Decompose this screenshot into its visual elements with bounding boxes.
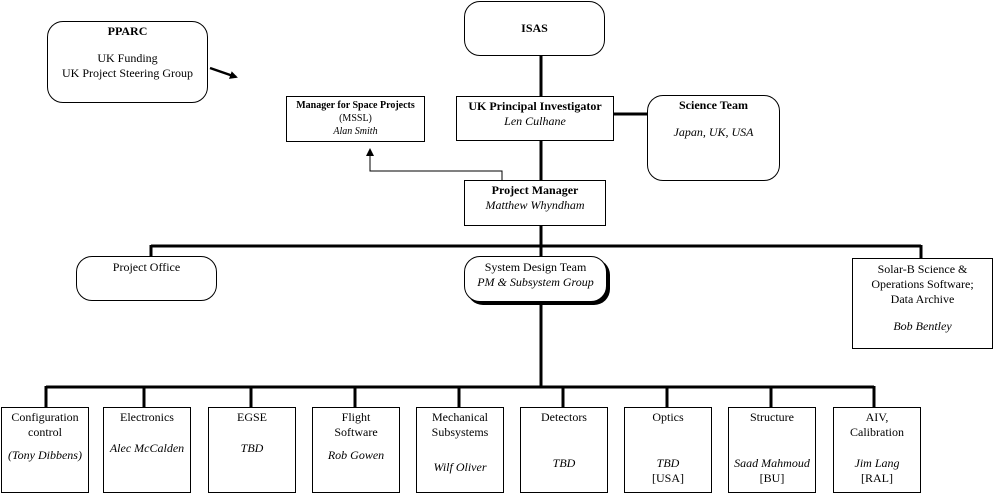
subsystem-optics: Optics TBD [USA] [624, 407, 712, 493]
pparc-line1: UK Funding [97, 51, 158, 65]
pi-title: UK Principal Investigator [468, 99, 602, 113]
subsystem-person: TBD [656, 456, 680, 470]
pparc-box: PPARC UK Funding UK Project Steering Gro… [47, 21, 208, 103]
subsystem-line1: EGSE [237, 410, 267, 424]
pparc-title: PPARC [107, 24, 148, 38]
subsystem-line1: Structure [750, 410, 794, 424]
subsystem-egse: EGSE TBD [208, 407, 296, 493]
subsystem-org: [BU] [759, 471, 785, 485]
msp-box: Manager for Space Projects (MSSL) Alan S… [286, 96, 425, 142]
data-archive-box: Solar-B Science & Operations Software; D… [852, 258, 993, 349]
subsystem-line1: Configuration [11, 410, 79, 424]
subsystem-electronics: Electronics Alec McCalden [103, 407, 191, 493]
msp-person: Alan Smith [333, 126, 378, 137]
sdt-title: System Design Team [484, 260, 587, 274]
subsystem-org: [USA] [652, 471, 684, 485]
subsystem-line2: Calibration [850, 425, 904, 439]
subsystem-person: TBD [552, 456, 576, 470]
science-team-box: Science Team Japan, UK, USA [647, 95, 780, 181]
pparc-arrow [209, 66, 238, 79]
subsystem-line1: Mechanical [432, 410, 488, 424]
archive-line3: Data Archive [890, 292, 955, 306]
isas-box: ISAS [464, 1, 605, 56]
subsystem-line1: Electronics [120, 410, 174, 424]
subsystem-person: Rob Gowen [327, 448, 385, 462]
archive-person: Bob Bentley [893, 319, 952, 333]
msp-org: (MSSL) [339, 113, 372, 124]
pparc-line2: UK Project Steering Group [62, 66, 193, 80]
subsystem-person: TBD [240, 441, 264, 455]
subsystem-line2: control [28, 425, 62, 439]
subsystem-line1: Optics [652, 410, 684, 424]
subsystem-org: [RAL] [861, 471, 893, 485]
pi-box: UK Principal Investigator Len Culhane [456, 96, 614, 141]
subsystem-line1: AIV, [865, 410, 889, 424]
archive-line1: Solar-B Science & [877, 262, 968, 276]
subsystem-aiv-calibration: AIV, Calibration Jim Lang [RAL] [833, 407, 921, 493]
science-team-title: Science Team [679, 98, 748, 112]
subsystem-mechanical: Mechanical Subsystems Wilf Oliver [416, 407, 504, 493]
msp-title: Manager for Space Projects [296, 100, 415, 111]
pm-person: Matthew Whyndham [485, 198, 585, 212]
system-design-team-box: System Design Team PM & Subsystem Group [464, 256, 607, 302]
subsystem-line2: Subsystems [431, 425, 489, 439]
subsystem-person: Wilf Oliver [433, 460, 487, 474]
subsystem-detectors: Detectors TBD [520, 407, 608, 493]
sdt-subtitle: PM & Subsystem Group [477, 275, 594, 289]
subsystem-flight-software: Flight Software Rob Gowen [312, 407, 400, 493]
pm-title: Project Manager [491, 183, 579, 197]
pi-person: Len Culhane [504, 114, 566, 128]
subsystem-person: (Tony Dibbens) [8, 448, 82, 462]
pm-msp-arrow [366, 148, 503, 180]
science-team-members: Japan, UK, USA [673, 125, 754, 139]
project-office-box: Project Office [76, 256, 217, 301]
subsystem-person: Jim Lang [854, 456, 900, 470]
isas-title: ISAS [521, 21, 548, 35]
subsystem-person: Alec McCalden [109, 441, 185, 455]
subsystem-line1: Detectors [541, 410, 587, 424]
subsystem-structure: Structure Saad Mahmoud [BU] [728, 407, 816, 493]
subsystem-line1: Flight [341, 410, 371, 424]
subsystem-configuration-control: Configuration control (Tony Dibbens) [1, 407, 89, 493]
archive-line2: Operations Software; [871, 277, 974, 291]
project-office-title: Project Office [112, 260, 181, 274]
pm-box: Project Manager Matthew Whyndham [464, 180, 606, 226]
subsystem-person: Saad Mahmoud [734, 456, 810, 470]
subsystem-line2: Software [334, 425, 378, 439]
